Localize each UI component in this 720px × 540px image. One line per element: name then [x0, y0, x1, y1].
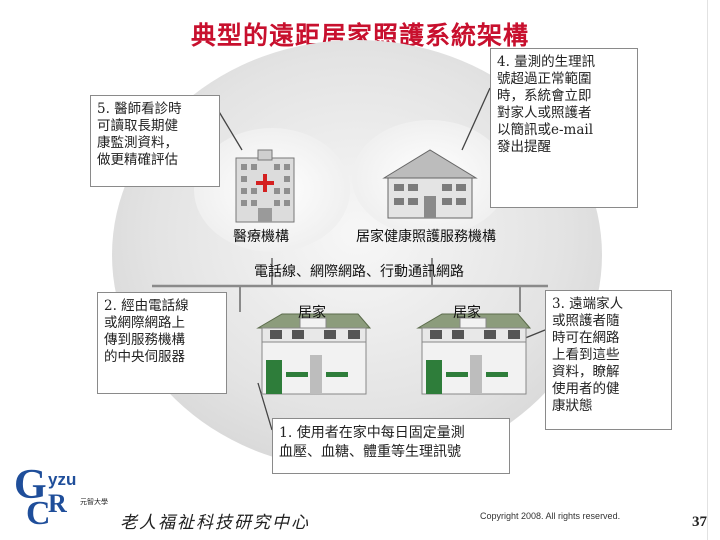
- service-center-building-icon: [382, 149, 478, 219]
- pointer-line-step1: [257, 382, 273, 431]
- logo-yzu-text: yzu: [48, 470, 77, 489]
- page-number: 37: [692, 514, 707, 530]
- callout-step3: 3. 遠端家人 或照護者隨 時可在網路 上看到這些 資料，瞭解 使用者的健 康狀…: [545, 290, 672, 430]
- pointer-line-step5: [217, 109, 243, 151]
- pointer-line-step4: [461, 87, 491, 151]
- hospital-label: 醫療機構: [233, 229, 289, 245]
- home-left-label: 居家: [298, 305, 326, 321]
- university-name: 元智大學: [80, 498, 108, 506]
- callout-step2: 2. 經由電話線 或網際網路上 傳到服務機構 的中央伺服器: [97, 292, 227, 394]
- home-right-label: 居家: [453, 305, 481, 321]
- network-label: 電話線、網際網路、行動通訊網路: [254, 264, 464, 280]
- callout-step1: 1. 使用者在家中每日固定量測 血壓、血糖、體重等生理訊號: [272, 418, 510, 474]
- hospital-building-icon: [235, 149, 295, 223]
- svg-text:C: C: [26, 495, 51, 532]
- research-center-name: 老人福祉科技研究中心: [120, 513, 310, 533]
- svg-text:G: G: [14, 462, 47, 508]
- callout-step5: 5. 醫師看診時 可讀取長期健 康監測資料， 做更精確評估: [90, 95, 220, 187]
- slide-right-border: [707, 0, 708, 540]
- service-center-label: 居家健康照護服務機構: [356, 229, 496, 245]
- home-right-icon: [416, 313, 532, 395]
- home-left-icon: [256, 313, 372, 395]
- copyright-text: Copyright 2008. All rights reserved.: [480, 511, 621, 521]
- callout-step4: 4. 量測的生理訊 號超過正常範圍 時，系統會立即 對家人或照護者 以簡訊或e-…: [490, 48, 638, 208]
- svg-text:R: R: [48, 489, 67, 518]
- gcr-logo: G C R: [14, 462, 67, 532]
